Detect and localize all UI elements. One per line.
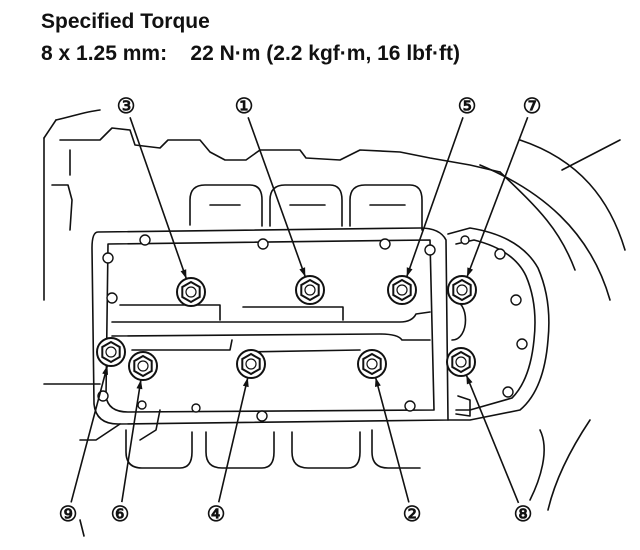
bolt-2 <box>357 349 387 379</box>
leader-arrowhead-9 <box>102 365 108 375</box>
bolt-7 <box>447 275 477 305</box>
bolt-5 <box>387 275 417 305</box>
leader-arrowhead-3 <box>180 269 187 279</box>
bolt-6 <box>128 351 158 381</box>
leader-arrowhead-2 <box>375 377 381 387</box>
sequence-label-2: ② <box>403 503 422 526</box>
sequence-label-4: ④ <box>207 503 226 526</box>
engine-outline <box>43 109 626 537</box>
sequence-label-9: ⑨ <box>59 503 78 526</box>
leader-arrowhead-4 <box>242 377 249 388</box>
bolt-4 <box>236 349 266 379</box>
sequence-label-6: ⑥ <box>111 503 130 526</box>
leader-arrowhead-8 <box>466 375 473 385</box>
sequence-label-7: ⑦ <box>523 95 542 118</box>
sequence-labels: ① ② ③ ④ ⑤ ⑥ ⑦ ⑧ ⑨ <box>59 95 542 526</box>
sequence-label-8: ⑧ <box>514 503 533 526</box>
sequence-label-1: ① <box>235 95 254 118</box>
leader-line-3 <box>129 117 188 280</box>
sequence-label-5: ⑤ <box>458 95 477 118</box>
leader-line-6 <box>121 379 142 503</box>
leader-line-9 <box>70 365 109 503</box>
leader-line-4 <box>217 377 249 503</box>
gasket-holes <box>97 234 528 422</box>
bolt-1 <box>295 275 325 305</box>
leader-line-8 <box>465 374 520 504</box>
bolt-3 <box>176 277 206 307</box>
leader-line-2 <box>374 377 410 503</box>
leader-arrowhead-7 <box>467 267 473 277</box>
bolt-8 <box>446 347 476 377</box>
leader-arrowhead-5 <box>406 267 413 277</box>
torque-specification: 8 x 1.25 mm: 22 N·m (2.2 kgf·m, 16 lbf·f… <box>41 42 460 65</box>
leader-line-7 <box>466 116 529 278</box>
leader-line-1 <box>247 117 307 278</box>
sequence-label-3: ③ <box>117 95 136 118</box>
bolt-group <box>96 275 477 381</box>
leader-line-5 <box>405 117 464 278</box>
leader-arrowhead-6 <box>136 379 143 390</box>
leader-lines <box>70 116 529 504</box>
leader-arrowhead-1 <box>299 267 306 277</box>
diagram-title: Specified Torque <box>41 10 210 33</box>
bolt-9 <box>96 337 126 367</box>
